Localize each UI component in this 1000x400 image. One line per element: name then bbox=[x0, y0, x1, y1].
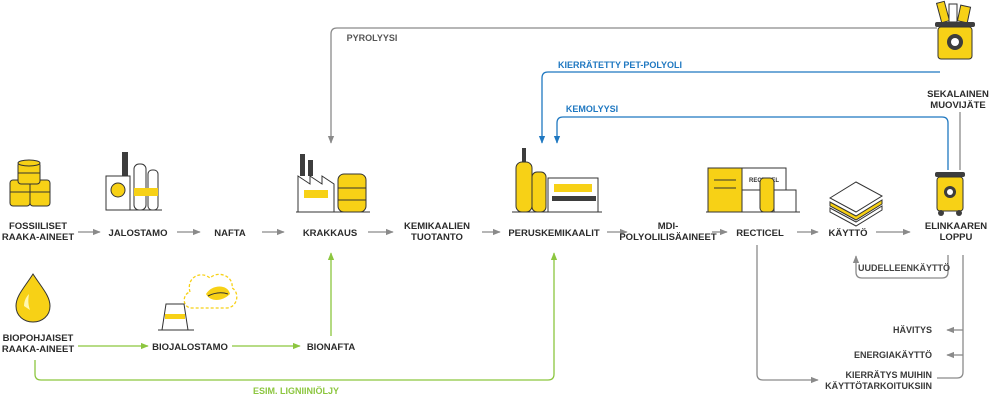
fossil-label-2: RAAKA-AINEET bbox=[2, 232, 75, 243]
bio-label-2: RAAKA-AINEET bbox=[2, 344, 75, 355]
use-label: KÄYTTÖ bbox=[828, 228, 867, 239]
refinery-icon bbox=[105, 152, 162, 211]
recycling-label-2: KÄYTTÖTARKOITUKSIIN bbox=[825, 381, 932, 391]
eol-label-2: LOPPU bbox=[940, 232, 973, 243]
bio-refinery-icon bbox=[158, 273, 238, 331]
oil-drop-icon bbox=[15, 273, 51, 323]
pyrolysis-label: PYROLYYSI bbox=[347, 33, 398, 43]
lignin-oil-label: ESIM. LIGNIINIÖLJY bbox=[253, 386, 339, 396]
mdi-label: MDI- bbox=[658, 221, 679, 232]
reuse-route bbox=[852, 255, 949, 279]
bio-label: BIOPOHJAISET bbox=[3, 333, 74, 344]
mixed-waste-label: SEKALAINEN bbox=[927, 89, 989, 100]
chemolysis-label: KEMOLYYSI bbox=[566, 104, 618, 114]
recycling-label: KIERRÄTYS MUIHIN bbox=[845, 370, 932, 380]
chemolysis-route bbox=[553, 116, 949, 170]
chem-label-2: TUOTANTO bbox=[411, 232, 463, 243]
recycled-pet-route bbox=[538, 71, 940, 144]
refinery-label: JALOSTAMO bbox=[109, 228, 168, 239]
reuse-label: UUDELLEENKÄYTTÖ bbox=[858, 263, 950, 273]
recycling-bin-icon bbox=[935, 172, 965, 216]
recticel-factory-icon: RECTICEL bbox=[706, 167, 800, 213]
recycled-pet-label: KIERRÄTETTY PET-POLYOLI bbox=[558, 60, 682, 70]
foam-sheets-icon bbox=[828, 181, 884, 227]
basechem-label: PERUSKEMIKAALIT bbox=[508, 228, 600, 239]
biorefinery-label: BIOJALOSTAMO bbox=[152, 342, 228, 353]
disposal-label: HÄVITYS bbox=[893, 325, 932, 335]
recticel-label: RECTICEL bbox=[736, 228, 784, 239]
chemical-plant-icon bbox=[512, 148, 602, 213]
fossil-label: FOSSIILISET bbox=[9, 221, 67, 232]
mixed-waste-bin-icon bbox=[935, 0, 975, 60]
bionaphtha-label: BIONAFTA bbox=[307, 342, 356, 353]
mixed-waste-label-2: MUOVIJÄTE bbox=[930, 100, 985, 111]
recticel-to-recycling bbox=[756, 245, 819, 384]
naphtha-label: NAFTA bbox=[214, 228, 246, 239]
cracking-label: KRAKKAUS bbox=[303, 228, 357, 239]
mdi-label-2: POLYOLILISÄAINEET bbox=[619, 232, 716, 243]
energy-label: ENERGIAKÄYTTÖ bbox=[854, 350, 932, 360]
oil-barrels-icon bbox=[9, 159, 51, 207]
eol-outputs bbox=[937, 255, 964, 379]
cracking-plant-icon bbox=[296, 154, 370, 213]
lignin-oil-route bbox=[34, 252, 558, 381]
pyrolysis-route bbox=[327, 27, 937, 144]
chem-label: KEMIKAALIEN bbox=[404, 221, 470, 232]
eol-label: ELINKAAREN bbox=[925, 221, 987, 232]
